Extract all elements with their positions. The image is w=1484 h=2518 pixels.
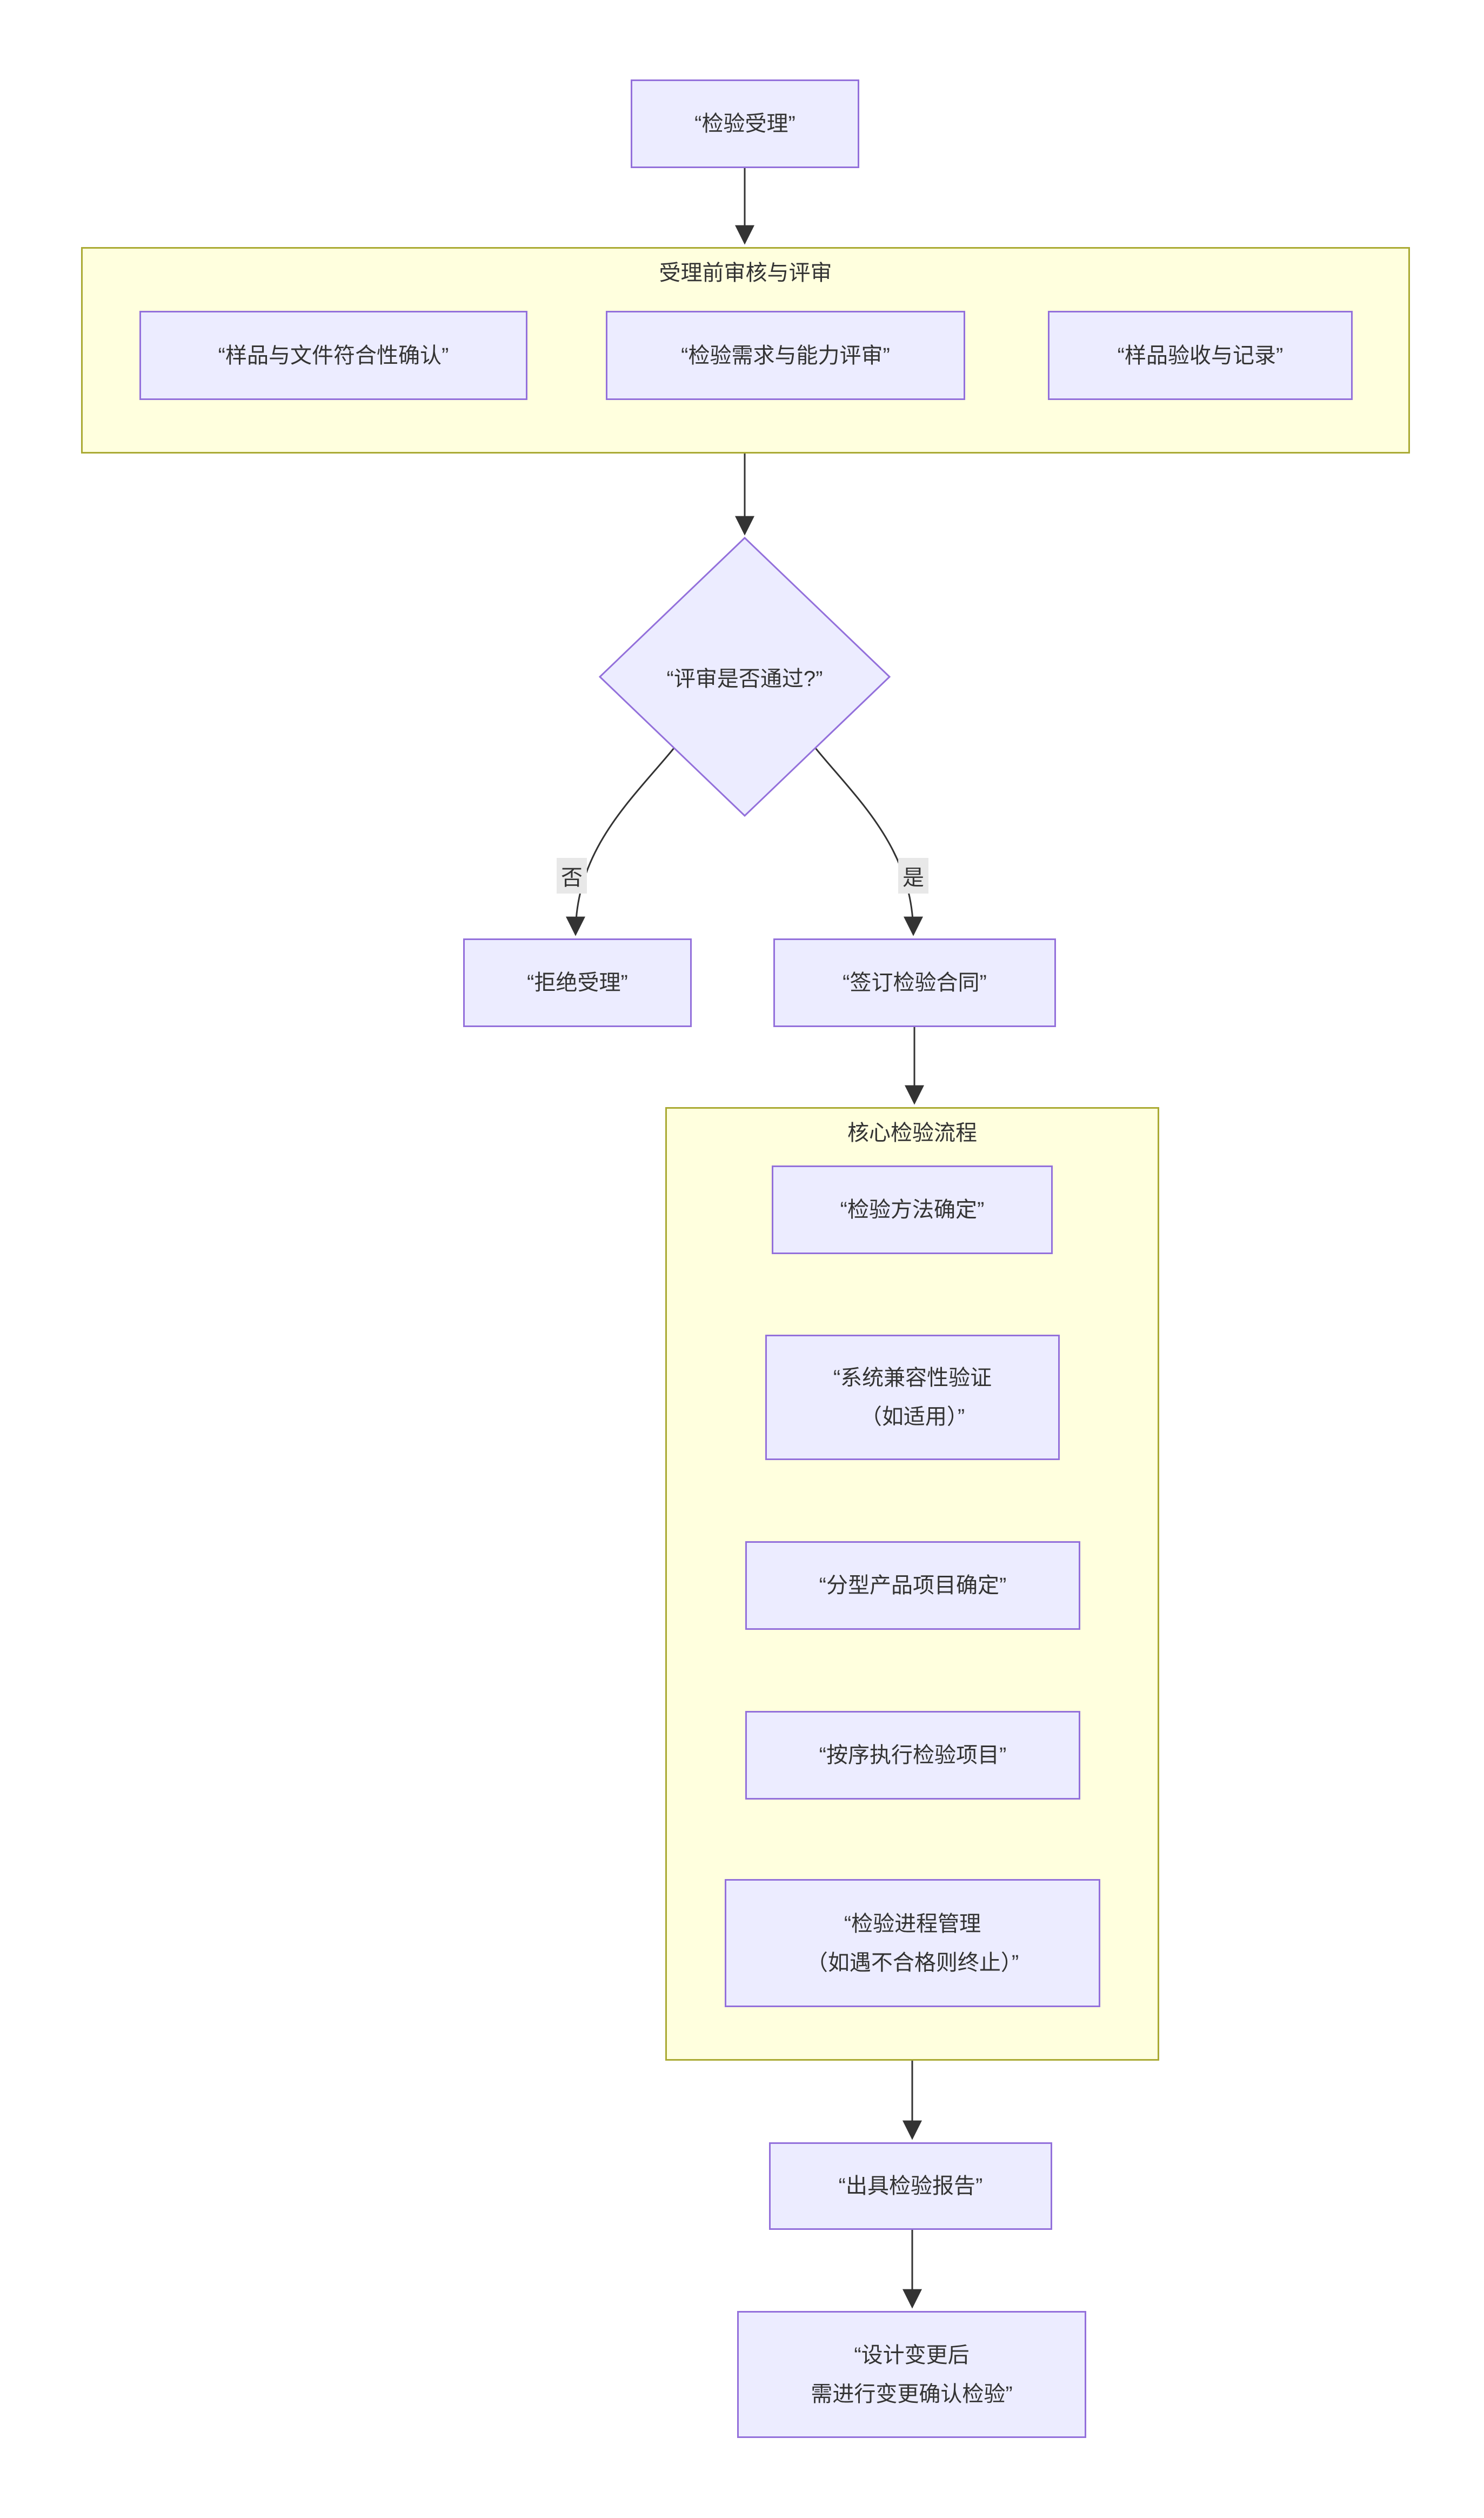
cluster-pre-review: 受理前审核与评审 “样品与文件符合性确认” “检验需求与能力评审” “样品验收与…	[81, 247, 1410, 454]
node-label: “样品验收与记录”	[1117, 343, 1284, 368]
node-label: “签订检验合同”	[843, 971, 987, 995]
node-change-confirmation-inspection: “设计变更后 需进行变更确认检验”	[737, 2311, 1086, 2438]
node-label: “检验受理”	[694, 112, 796, 136]
edge-decision-yes-to-contract	[814, 748, 923, 936]
node-need-capability-review: “检验需求与能力评审”	[606, 311, 965, 400]
node-label-line2: 需进行变更确认检验”	[811, 2382, 1013, 2406]
node-label: “出具检验报告”	[838, 2174, 983, 2198]
edge-label-yes: 是	[898, 858, 928, 894]
node-label-line1: “系统兼容性验证	[833, 1366, 992, 1390]
edge-label-no: 否	[557, 858, 587, 894]
node-reject-acceptance: “拒绝受理”	[463, 938, 692, 1027]
node-typed-product-items: “分型产品项目确定”	[745, 1541, 1080, 1630]
decision-diamond-shape	[598, 536, 891, 817]
node-issue-report: “出具检验报告”	[769, 2142, 1052, 2230]
node-label: “样品与文件符合性确认”	[218, 343, 449, 368]
edge-decision-no-to-reject	[566, 748, 675, 936]
cluster-core-process-title: 核心检验流程	[847, 1121, 977, 1145]
decision-review-pass: “评审是否通过?”	[600, 661, 890, 693]
cluster-pre-review-title: 受理前审核与评审	[659, 261, 832, 285]
node-label: “检验需求与能力评审”	[681, 343, 890, 368]
node-label: “分型产品项目确定”	[819, 1574, 1007, 1597]
node-sample-receipt-record: “样品验收与记录”	[1048, 311, 1353, 400]
node-label: “检验方法确定”	[840, 1198, 985, 1222]
node-label: “按序执行检验项目”	[819, 1743, 1007, 1767]
decision-label: “评审是否通过?”	[666, 667, 823, 691]
node-progress-management: “检验进程管理 （如遇不合格则终止）”	[725, 1879, 1100, 2007]
node-execute-items-in-order: “按序执行检验项目”	[745, 1711, 1080, 1800]
node-inspection-acceptance: “检验受理”	[631, 79, 859, 168]
node-sample-doc-conformity: “样品与文件符合性确认”	[139, 311, 527, 400]
node-label-line2: （如适用）”	[860, 1405, 965, 1429]
node-label-line1: “检验进程管理	[844, 1911, 981, 1936]
node-system-compatibility: “系统兼容性验证 （如适用）”	[765, 1335, 1060, 1460]
node-method-determination: “检验方法确定”	[772, 1165, 1053, 1254]
node-label-line1: “设计变更后	[854, 2343, 970, 2367]
cluster-core-process: 核心检验流程 “检验方法确定” “系统兼容性验证 （如适用）” “分型产品项目确…	[665, 1107, 1159, 2061]
node-label: “拒绝受理”	[527, 971, 628, 995]
node-label-line2: （如遇不合格则终止）”	[806, 1950, 1019, 1975]
node-sign-contract: “签订检验合同”	[773, 938, 1056, 1027]
